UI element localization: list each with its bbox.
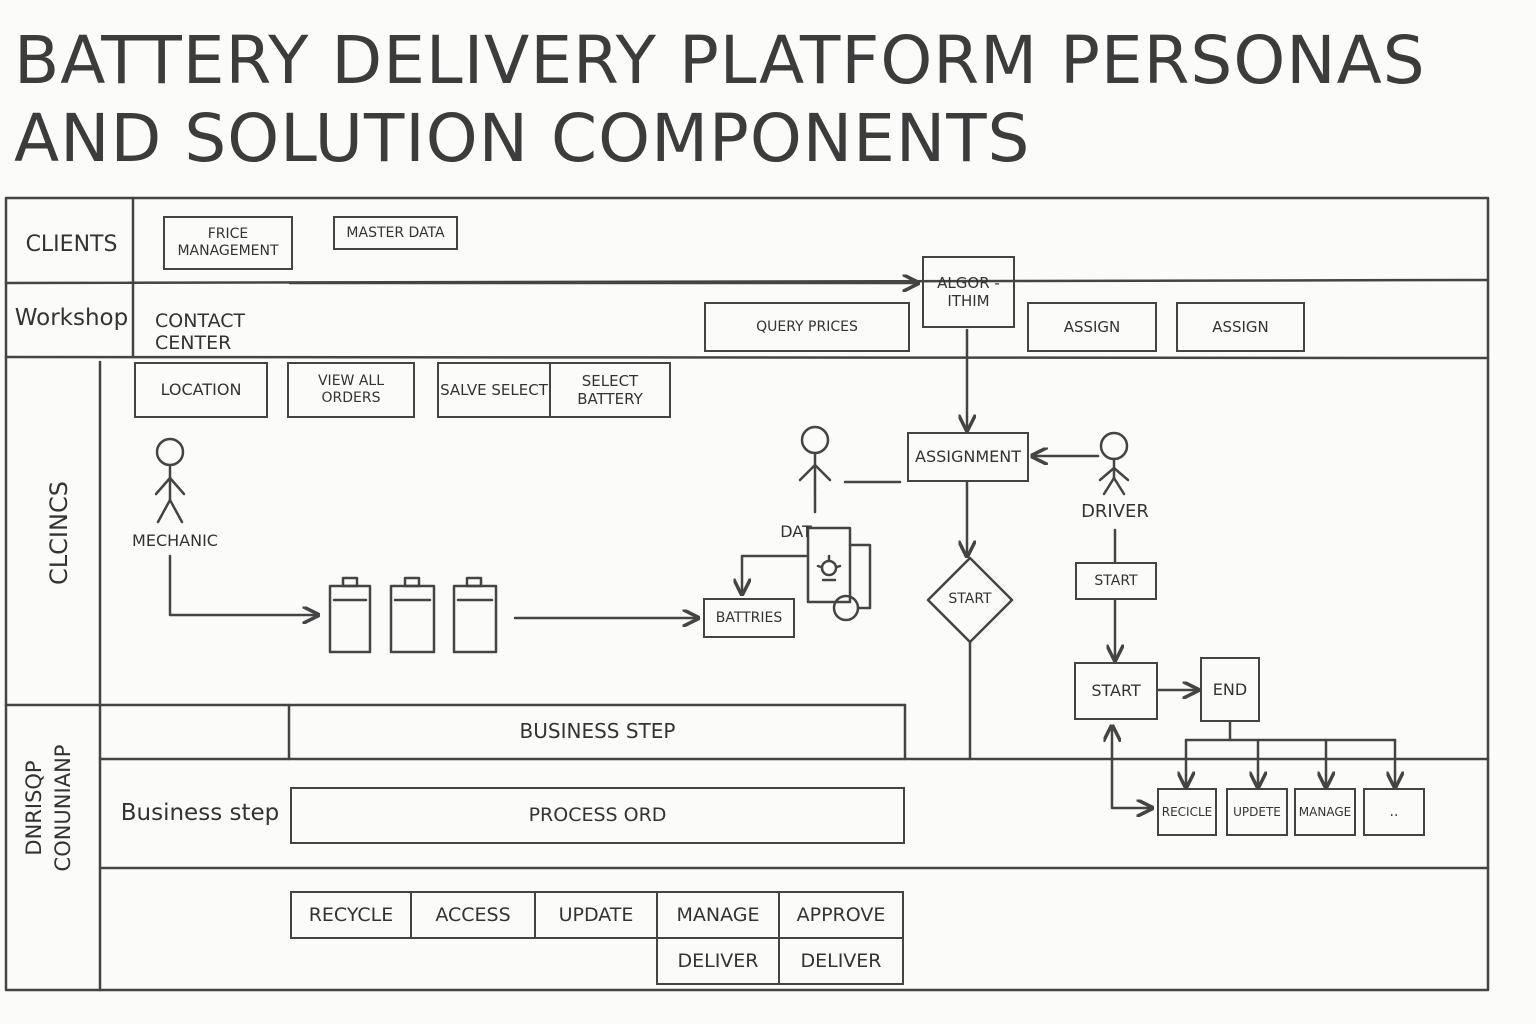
dat-figure-icon (798, 425, 832, 514)
deliver-action-cell-1: DELIVER (656, 937, 780, 985)
dat-label: DAT (780, 522, 812, 541)
business-step-label: Business step (120, 800, 280, 826)
end-box: END (1200, 657, 1260, 722)
contact-center-label: CONTACT CENTER (155, 310, 246, 354)
price-management-box: FRICE MANAGEMENT (163, 216, 293, 270)
lane-label-workshop: Workshop (14, 305, 129, 331)
more-small-box: .. (1363, 788, 1425, 836)
query-prices-box: QUERY PRICES (704, 302, 910, 352)
driver-figure-icon (1098, 431, 1130, 496)
select-battery-box: SELECT BATTERY (549, 362, 671, 418)
battery-icon-3 (452, 576, 498, 654)
device-icon (806, 526, 852, 604)
page-title: BATTERY DELIVERY PLATFORM PERSONAS AND S… (14, 22, 1426, 178)
access-action-cell: ACCESS (410, 891, 536, 939)
approve-action-cell: APPROVE (778, 891, 904, 939)
device-knob (832, 594, 860, 622)
lane-label-clients: CLIENTS (25, 232, 118, 257)
batteries-box: BATTRIES (703, 598, 795, 638)
driver-label: DRIVER (1081, 501, 1149, 522)
lane-label-clinics: CLCINCS (45, 481, 73, 585)
recycle-action-cell: RECYCLE (290, 891, 412, 939)
arrow-start-recycle (1112, 726, 1152, 808)
bulb-icon (820, 559, 838, 577)
business-step-top-label: BUSINESS STEP (519, 719, 676, 743)
master-data-box: MASTER DATA (333, 216, 458, 250)
arrow-device-battries (742, 554, 808, 594)
location-box: LOCATION (134, 362, 268, 418)
process-order-box: PROCESS ORD (290, 787, 905, 844)
lane-line-1 (4, 278, 1490, 285)
manage-action-cell: MANAGE (656, 891, 780, 939)
start-small-box: START (1075, 562, 1157, 600)
assignment-box: ASSIGNMENT (907, 432, 1029, 482)
update-small-box: UPDETE (1226, 788, 1288, 836)
battery-icon-1 (328, 576, 372, 654)
title-line-2: AND SOLUTION COMPONENTS (14, 100, 1031, 177)
title-line-1: BATTERY DELIVERY PLATFORM PERSONAS (14, 22, 1426, 99)
update-action-cell: UPDATE (534, 891, 658, 939)
outer-frame (4, 196, 1490, 992)
mechanic-label: MECHANIC (132, 531, 218, 550)
salve-select-box: SALVE SELECT (437, 362, 551, 418)
assign-box-2: ASSIGN (1176, 302, 1305, 352)
recycle-small-box: RECICLE (1157, 788, 1217, 836)
lane-label-bottom-b: CONUNIANP (51, 744, 75, 872)
lane-line-2 (4, 355, 1490, 360)
assign-box-1: ASSIGN (1027, 302, 1157, 352)
manage-small-box: MANAGE (1294, 788, 1356, 836)
algorithm-box: ALGOR - ITHIM (922, 256, 1015, 328)
deliver-action-cell-2: DELIVER (778, 937, 904, 985)
mechanic-figure-icon (154, 437, 186, 524)
battery-icon-2 (389, 576, 436, 654)
start-diamond-label: START (948, 591, 992, 607)
start-main-box: START (1074, 662, 1158, 720)
lane-label-bottom-a: DNRISQP (22, 760, 46, 856)
arrow-mechanic-batteries (168, 554, 318, 615)
device-cable (848, 543, 872, 610)
view-all-orders-box: VIEW ALL ORDERS (287, 362, 415, 418)
